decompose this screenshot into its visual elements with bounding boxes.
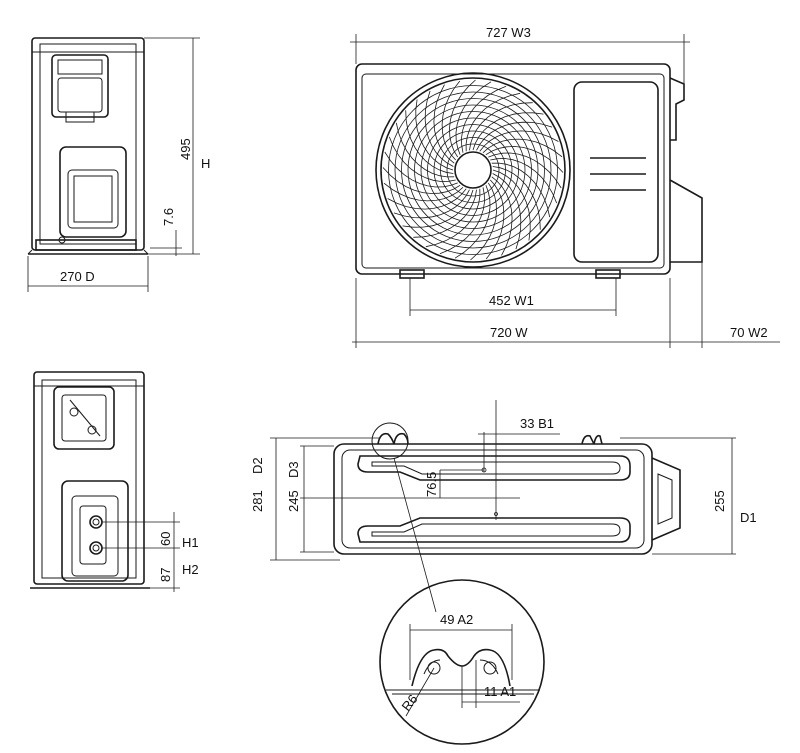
grille-spoke <box>415 99 454 171</box>
grille-spoke <box>393 189 470 219</box>
grille-spoke <box>405 110 454 174</box>
grille-spoke <box>492 166 541 230</box>
grille-spoke <box>485 179 505 260</box>
side-height-value: 495 <box>178 138 193 160</box>
bottom-d1-value: 255 <box>712 490 727 512</box>
bottom-d3-label: D3 <box>286 461 301 478</box>
rear-h1-label: H1 <box>182 535 199 550</box>
grille-spoke <box>384 151 458 188</box>
grille-spoke <box>491 176 513 256</box>
grille-spoke <box>488 152 562 189</box>
grille-ring <box>446 143 500 197</box>
grille-ring <box>433 130 513 210</box>
grille-ring <box>394 91 552 249</box>
grille-spoke <box>479 130 559 152</box>
front-width-w3: 727 W3 <box>486 25 531 40</box>
grille-spoke <box>461 85 507 153</box>
bottom-d1-label: D1 <box>740 510 757 525</box>
grille-spoke <box>395 122 455 178</box>
grille-spoke <box>433 84 455 164</box>
grille-spoke <box>387 188 467 210</box>
side-foot-height: 7.6 <box>161 208 176 226</box>
grille-spoke <box>491 162 551 218</box>
grille-spoke <box>402 189 474 228</box>
grille-ring <box>440 137 506 203</box>
grille-spoke <box>455 81 492 155</box>
rear-h2-value: 87 <box>158 568 173 582</box>
front-width-w2: 70 W2 <box>730 325 768 340</box>
rear-view: 60 H1 87 H2 <box>30 371 199 592</box>
grille-spoke <box>382 167 461 194</box>
grille-spoke <box>485 146 564 173</box>
grille-spoke <box>490 158 558 204</box>
side-height-label: H <box>201 156 210 171</box>
bottom-d2-label: D2 <box>250 457 265 474</box>
grille-ring <box>401 98 545 242</box>
bottom-b1-dimension: 33 B1 <box>520 416 554 431</box>
grille-ring <box>427 124 519 216</box>
bottom-offset-value: 76.5 <box>424 472 439 497</box>
front-width-w: 720 W <box>490 325 528 340</box>
grille-spoke <box>383 182 464 202</box>
grille-spoke <box>482 138 563 158</box>
side-depth-dimension: 270 D <box>60 269 95 284</box>
bottom-d3-value: 245 <box>286 490 301 512</box>
grille-spoke <box>469 102 533 151</box>
grille-ring <box>388 85 558 255</box>
grille-spoke <box>492 173 522 250</box>
grille-spoke <box>454 185 491 259</box>
front-width-w1: 452 W1 <box>489 293 534 308</box>
grille-spoke <box>465 92 521 152</box>
grille-ring <box>407 104 539 236</box>
fan-grille <box>375 72 571 268</box>
rear-h1-value: 60 <box>158 532 173 546</box>
grille-spoke <box>470 182 497 261</box>
grille-ring <box>414 111 532 229</box>
detail-r6-radius: R6 <box>399 692 421 714</box>
grille-spoke <box>413 189 477 238</box>
rear-h2-label: H2 <box>182 562 199 577</box>
grille-spoke <box>476 121 553 151</box>
grille-spoke <box>492 169 531 241</box>
grille-spoke <box>472 112 544 151</box>
detail-a1-dimension: 11 A1 <box>484 684 516 699</box>
side-view: 270 D 495 H 7.6 <box>27 37 210 292</box>
grille-spoke <box>441 80 461 161</box>
bottom-d2-value: 281 <box>250 490 265 512</box>
front-view: 727 W3 452 W1 720 W 70 W2 <box>350 25 780 348</box>
grille-spoke <box>449 79 476 158</box>
detail-a2-dimension: 49 A2 <box>440 612 473 627</box>
grille-spoke <box>388 136 456 182</box>
grille-ring <box>420 117 526 223</box>
grille-spoke <box>424 90 454 167</box>
grille-spoke <box>439 187 485 255</box>
bottom-view: 33 B1 D2 281 D3 245 76.5 255 D1 <box>250 400 757 613</box>
detail-view: 49 A2 11 A1 R6 <box>379 579 545 745</box>
grille-spoke <box>425 188 481 248</box>
